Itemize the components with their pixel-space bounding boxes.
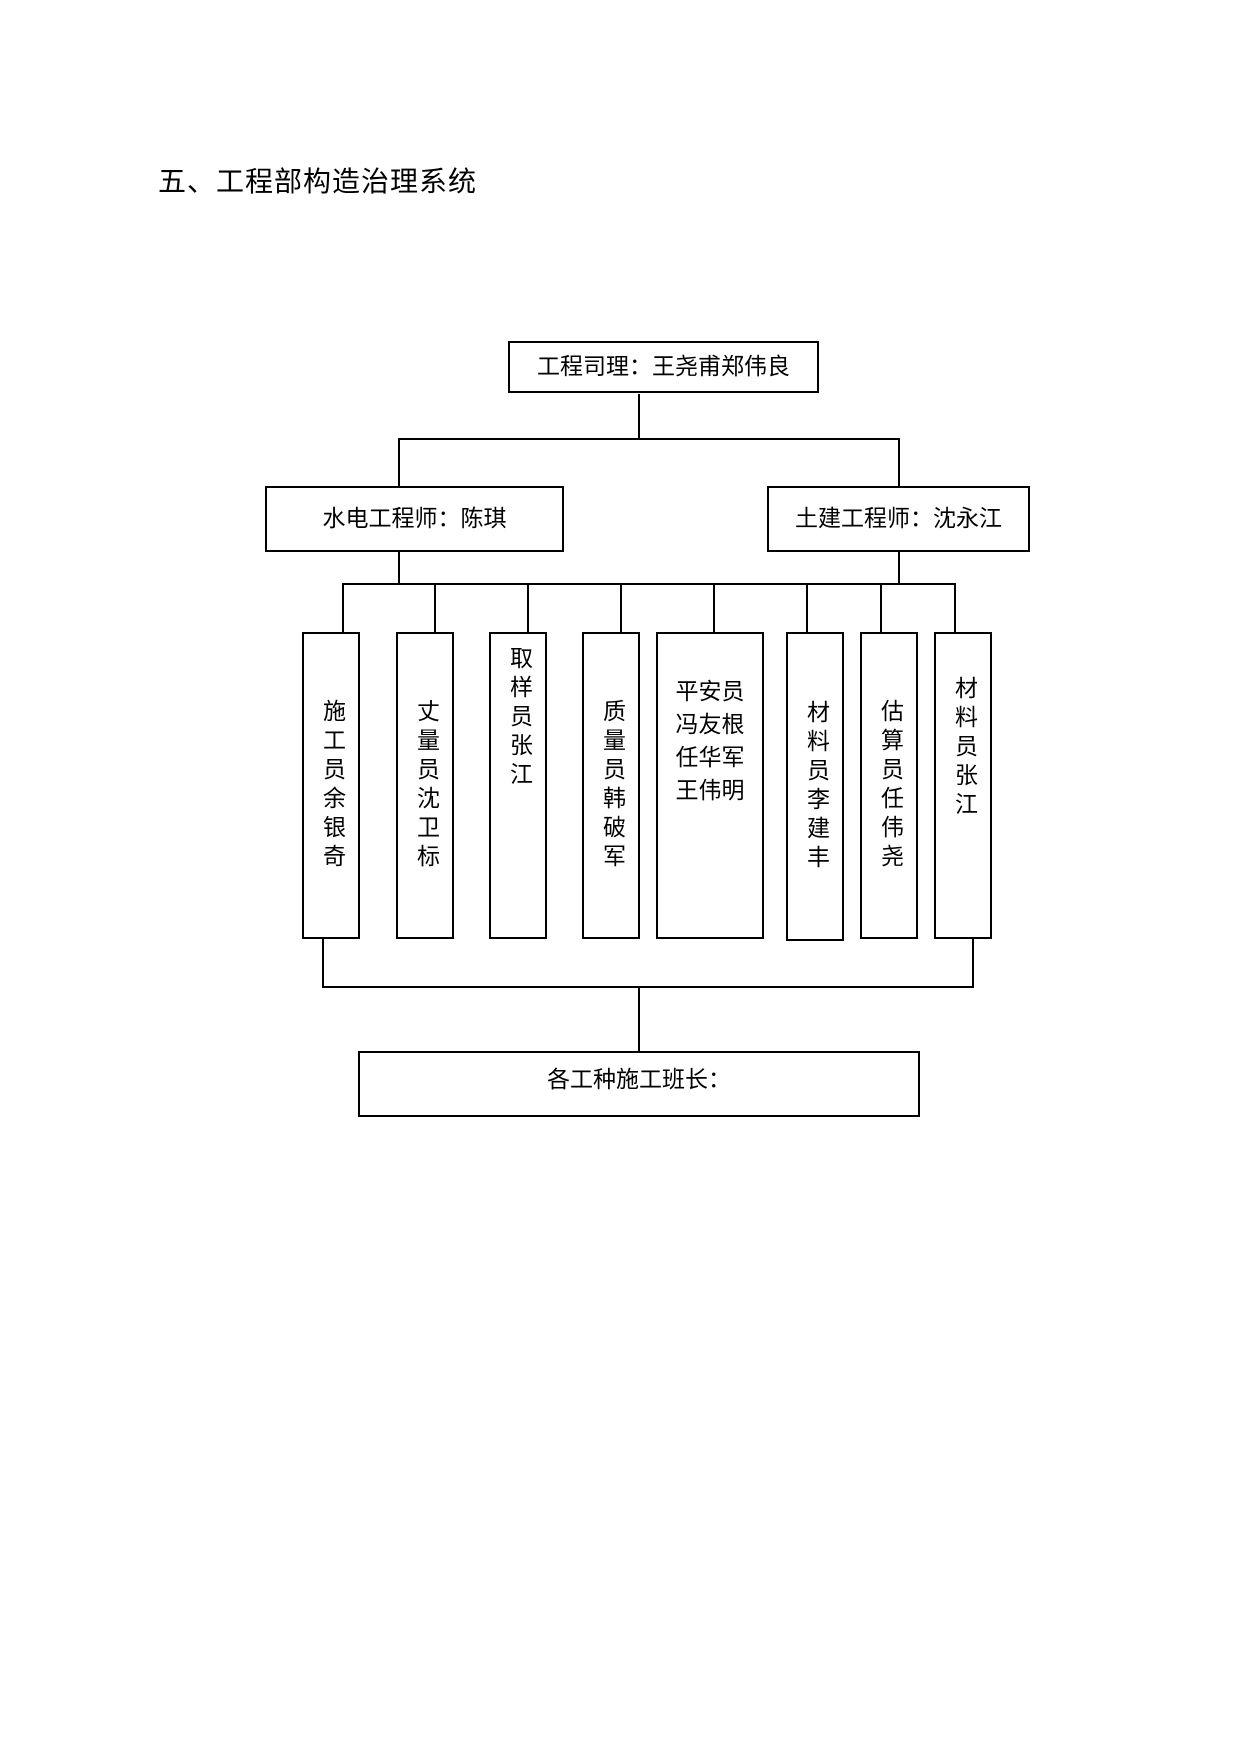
staff-label: 质量员韩破军 — [598, 698, 625, 873]
staff-label: 丈量员沈卫标 — [412, 698, 439, 873]
staff-label: 材料员李建丰 — [802, 699, 829, 874]
safety-member-name: 王伟明 — [675, 778, 745, 804]
connector-line — [398, 438, 900, 440]
safety-role-label: 平安员 — [675, 679, 745, 705]
team-leaders-box: 各工种施工班长： — [358, 1051, 920, 1117]
connector-line — [322, 938, 324, 988]
connector-line — [620, 583, 622, 633]
team-leaders-label: 各工种施工班长： — [547, 1067, 731, 1093]
connector-line — [898, 438, 900, 488]
manager-box: 工程司理：王尧甫郑伟良 — [508, 341, 819, 393]
safety-staff-list: 平安员 冯友根 任华军 王伟明 — [676, 676, 745, 808]
staff-box-materials-1: 材料员李建丰 — [786, 632, 844, 941]
staff-box-estimator: 估算员任伟尧 — [860, 632, 918, 939]
staff-label: 材料员张江 — [950, 676, 977, 821]
staff-label: 施工员余银奇 — [318, 698, 345, 873]
connector-line — [322, 986, 974, 988]
connector-line — [434, 583, 436, 633]
page-title: 五、工程部构造治理系统 — [158, 165, 478, 198]
safety-member-name: 冯友根 — [675, 712, 745, 738]
connector-line — [398, 552, 400, 584]
connector-line — [638, 986, 640, 1052]
connector-line — [806, 583, 808, 633]
staff-box-quality: 质量员韩破军 — [582, 632, 640, 939]
staff-box-safety: 平安员 冯友根 任华军 王伟明 — [656, 632, 764, 939]
connector-line — [898, 552, 900, 584]
connector-line — [342, 583, 344, 633]
connector-line — [342, 583, 956, 585]
water-electric-engineer-box: 水电工程师：陈琪 — [265, 486, 564, 552]
civil-engineer-label: 土建工程师：沈永江 — [795, 505, 1002, 532]
connector-line — [880, 583, 882, 633]
connector-line — [972, 938, 974, 988]
staff-box-surveyor: 丈量员沈卫标 — [396, 632, 454, 939]
staff-box-materials-2: 材料员张江 — [934, 632, 992, 939]
staff-label: 估算员任伟尧 — [876, 698, 903, 873]
connector-line — [398, 438, 400, 488]
manager-label: 工程司理：王尧甫郑伟良 — [537, 353, 790, 380]
connector-line — [527, 583, 529, 633]
civil-engineer-box: 土建工程师：沈永江 — [767, 486, 1030, 552]
connector-line — [954, 583, 956, 633]
safety-member-name: 任华军 — [675, 745, 745, 771]
staff-label: 取样员张江 — [505, 646, 532, 791]
staff-box-sampler: 取样员张江 — [489, 632, 547, 939]
connector-line — [638, 394, 640, 439]
water-electric-engineer-label: 水电工程师：陈琪 — [322, 505, 507, 532]
staff-box-construction: 施工员余银奇 — [302, 632, 360, 939]
connector-line — [713, 583, 715, 633]
